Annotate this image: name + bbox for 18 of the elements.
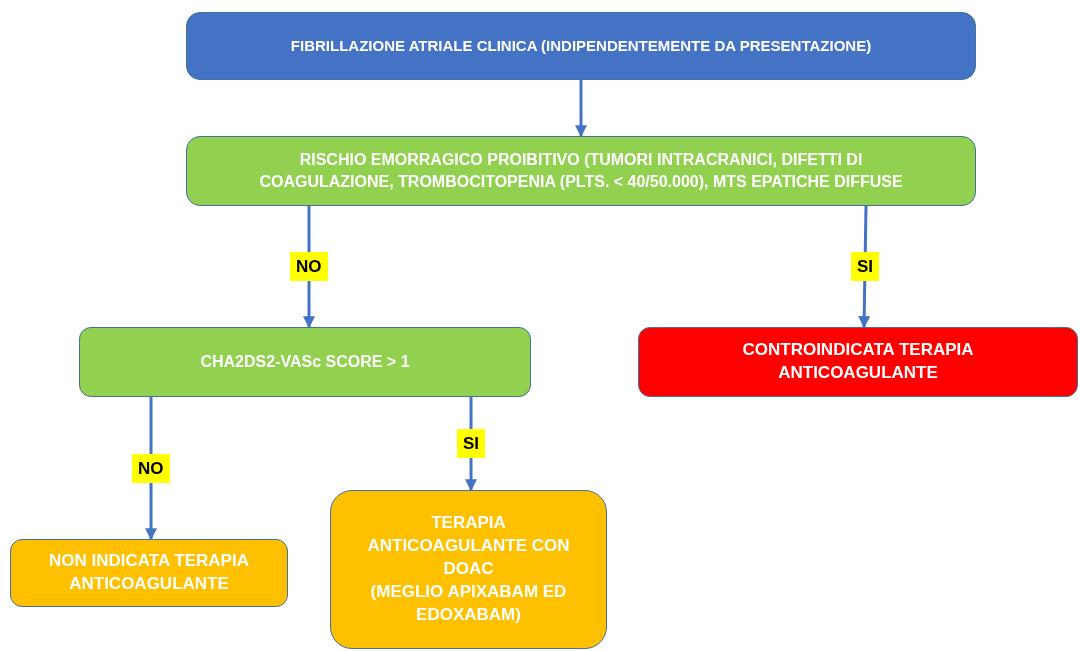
decision-box xyxy=(186,136,976,206)
edge-label: NO xyxy=(132,453,170,483)
box-text: TERAPIA ANTICOAGULANTE CON DOAC xyxy=(366,512,571,581)
edge-label: NO xyxy=(290,252,328,281)
arrow xyxy=(575,80,587,138)
decision-box xyxy=(79,327,531,397)
outcome-box xyxy=(10,539,288,607)
edge-label: SI xyxy=(851,252,880,281)
box-text: (MEGLIO APIXABAM ED EDOXABAM) xyxy=(369,580,568,626)
outcome-box xyxy=(638,327,1078,397)
outcome-box xyxy=(330,490,607,649)
box-text: CONTROINDICATA TERAPIA ANTICOAGULANTE xyxy=(741,339,975,384)
box-text: RISCHIO EMORRAGICO PROIBITIVO (TUMORI INTRACRANICI, DIFETTI DI COAGULAZIONE, TROMBOCITOPENIA (PLTS. < 40/50.000), MTS EPATICHE DIFFUSE xyxy=(258,150,904,192)
edge-label: SI xyxy=(457,429,486,458)
start-box xyxy=(186,12,976,80)
box-text: CHA2DS2-VASc SCORE > 1 xyxy=(200,352,410,373)
box-text: FIBRILLAZIONE ATRIALE CLINICA (INDIPENDENTEMENTE DA PRESENTAZIONE) xyxy=(290,35,872,56)
box-text: NON INDICATA TERAPIA ANTICOAGULANTE xyxy=(48,550,250,595)
